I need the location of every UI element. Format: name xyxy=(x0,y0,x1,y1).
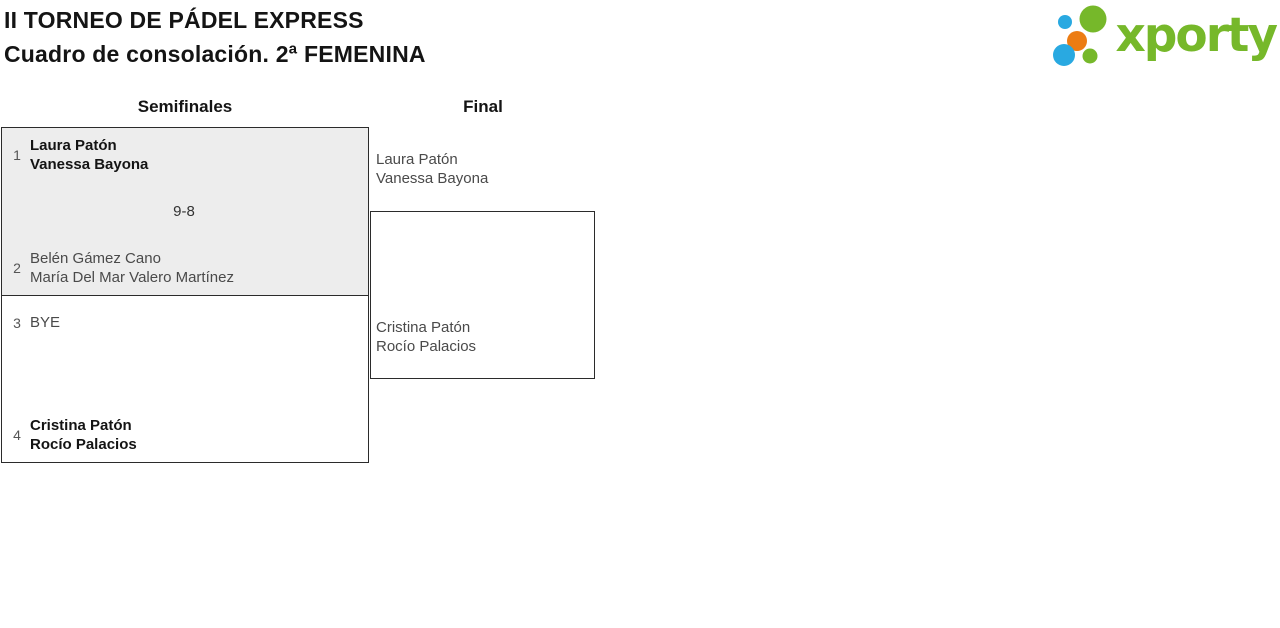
page-title: II TORNEO DE PÁDEL EXPRESS Cuadro de con… xyxy=(4,3,426,71)
player-name: Cristina Patón xyxy=(376,319,471,336)
seed-number: 3 xyxy=(13,314,21,331)
xporty-wordmark: xporty xyxy=(1115,8,1278,63)
player-name: Vanessa Bayona xyxy=(376,170,489,187)
player-name: María Del Mar Valero Martínez xyxy=(30,268,234,286)
team-row-seed1: 1 Laura Patón Vanessa Bayona xyxy=(10,136,358,174)
player-name: Laura Patón xyxy=(376,151,458,168)
team-row-seed2: 2 Belén Gámez Cano María Del Mar Valero … xyxy=(10,249,358,287)
bracket-subtitle: Cuadro de consolación. 2ª FEMENINA xyxy=(4,41,426,67)
final-match-box[interactable] xyxy=(370,211,595,379)
team-row-seed3: 3 BYE xyxy=(10,304,358,342)
tournament-title: II TORNEO DE PÁDEL EXPRESS xyxy=(4,7,364,33)
team-players: Laura Patón Vanessa Bayona xyxy=(30,136,148,174)
final-team-bottom: Cristina Patón Rocío Palacios xyxy=(376,318,476,356)
team-players: BYE xyxy=(30,304,60,342)
team-players: Belén Gámez Cano María Del Mar Valero Ma… xyxy=(30,249,234,287)
final-team-top: Laura Patón Vanessa Bayona xyxy=(376,150,488,188)
seed-number: 4 xyxy=(13,427,21,443)
player-name: Belén Gámez Cano xyxy=(30,249,161,267)
team-row-seed4: 4 Cristina Patón Rocío Palacios xyxy=(10,416,358,454)
semifinal-match-1[interactable]: 1 Laura Patón Vanessa Bayona 9-8 2 Belén… xyxy=(2,128,368,296)
semifinal-match-2[interactable]: 3 BYE 4 Cristina Patón Rocío Palacios xyxy=(2,295,368,462)
round-header-semifinals: Semifinales xyxy=(137,97,233,116)
player-name: BYE xyxy=(30,314,61,331)
match-1-score: 9-8 xyxy=(173,202,195,220)
player-name: Rocío Palacios xyxy=(30,436,137,453)
xporty-dots-icon xyxy=(1053,5,1107,66)
player-name: Rocío Palacios xyxy=(376,338,477,355)
team-players: Cristina Patón Rocío Palacios xyxy=(30,416,137,454)
seed-number: 2 xyxy=(13,259,21,276)
player-name: Vanessa Bayona xyxy=(30,156,149,173)
seed-number: 1 xyxy=(13,147,21,163)
semifinals-bracket: 1 Laura Patón Vanessa Bayona 9-8 2 Belén… xyxy=(1,127,369,463)
player-name: Cristina Patón xyxy=(30,417,132,434)
xporty-logo[interactable]: xporty xyxy=(1045,0,1278,72)
round-header-final: Final xyxy=(463,97,503,116)
player-name: Laura Patón xyxy=(30,137,117,154)
